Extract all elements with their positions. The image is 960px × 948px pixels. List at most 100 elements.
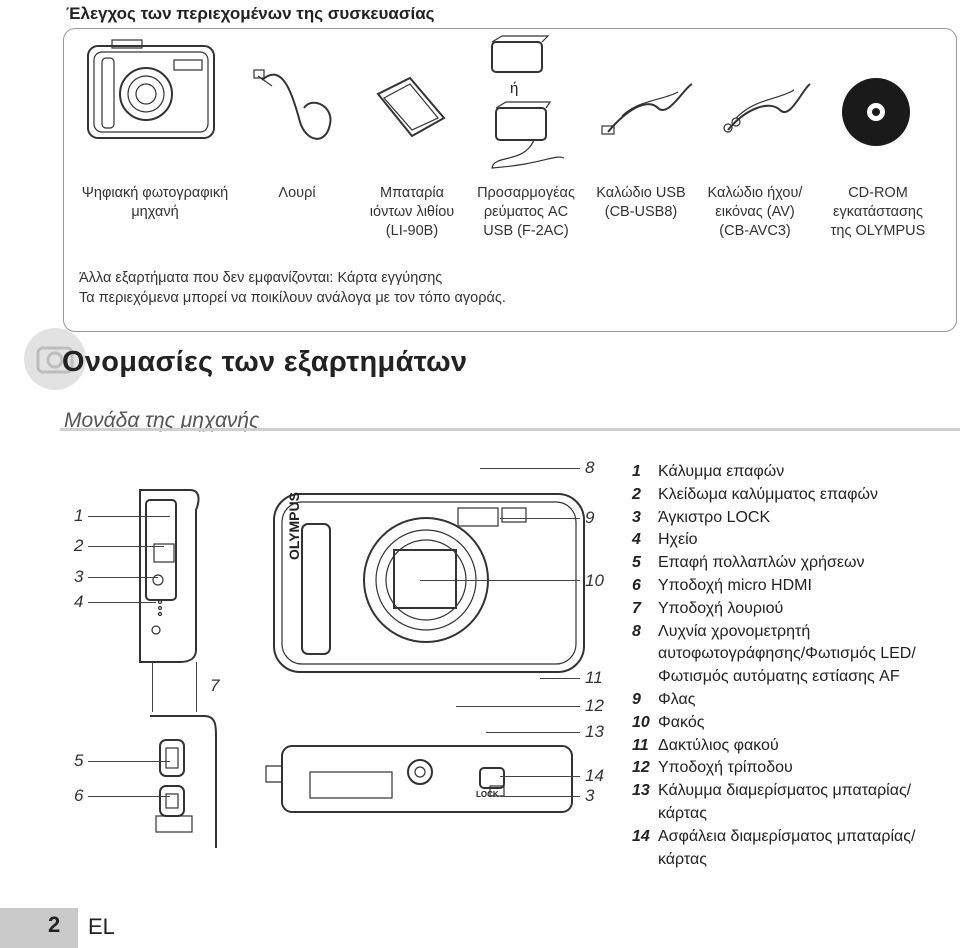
legend-text: Λυχνία χρονομετρητή (658, 622, 811, 640)
usb-cable-icon (601, 83, 693, 135)
leader-3b (500, 796, 580, 797)
legend-row: 9 Φλας (632, 690, 695, 710)
leader-11 (540, 678, 580, 679)
callout-9: 9 (585, 508, 595, 527)
legend-number: 11 (632, 736, 649, 754)
legend-row: 5 Επαφή πολλαπλών χρήσεων (632, 553, 865, 573)
legend-number: 6 (632, 577, 641, 594)
legend-number: 1 (632, 463, 641, 480)
item-label-av: Καλώδιο ήχου/ εικόνας (AV) (CB-AVC3) (707, 185, 803, 239)
lock-label: LOCK (476, 790, 499, 799)
callout-1: 1 (74, 506, 84, 525)
camera-side-view (139, 489, 200, 663)
subsection-rule (60, 428, 960, 431)
legend-row: 1 Κάλυμμα επαφών (632, 462, 784, 482)
leader-6 (88, 796, 170, 797)
legend-text: Φλας (658, 691, 696, 708)
legend-number: 7 (632, 599, 641, 617)
legend-row: κάρτας (658, 850, 707, 870)
leader-13 (486, 732, 580, 733)
legend-text: Φωτισμός αυτόματης εστίασης AF (658, 668, 900, 686)
or-label: ή (510, 80, 519, 97)
av-cable-icon (723, 83, 811, 133)
legend-number: 10 (632, 713, 650, 731)
page-title: Έλεγχος των περιεχομένων της συσκευασίας (66, 4, 435, 23)
camera-front-view (273, 493, 585, 673)
subsection-title: Μονάδα της μηχανής (64, 409, 260, 432)
legend-text: κάρτας (658, 850, 707, 868)
package-contents-box (63, 28, 957, 332)
leader-12 (456, 706, 580, 707)
cd-rom-icon (842, 78, 910, 146)
callout-10: 10 (585, 571, 604, 590)
callout-6: 6 (74, 786, 84, 805)
legend-text: Επαφή πολλαπλών χρήσεων (658, 554, 865, 572)
leader-2 (88, 546, 164, 547)
legend-row: αυτοφωτογράφησης/Φωτισμός LED/ (658, 644, 916, 664)
legend-row: Φωτισμός αυτόματης εστίασης AF (658, 667, 900, 687)
section-badge-icon (24, 328, 86, 390)
legend-number: 9 (632, 691, 641, 708)
strap-icon (253, 69, 332, 140)
legend-number: 4 (632, 531, 641, 549)
leader-9 (500, 518, 580, 519)
legend-text: Υποδοχή τρίποδου (658, 759, 793, 777)
callout-11: 11 (585, 668, 603, 687)
legend-text: Κάλυμμα διαμερίσματος μπαταρίας/ (658, 782, 912, 800)
legend-row: 3 Άγκιστρο LOCK (632, 508, 770, 528)
battery-icon (376, 76, 446, 138)
item-label-camera: Ψηφιακή φωτογραφική μηχανή (81, 185, 229, 220)
camera-bottom-view (265, 745, 573, 813)
legend-row: 11 Δακτύλιος φακού (632, 736, 779, 756)
legend-text: Φακός (658, 713, 705, 731)
leader-10 (420, 580, 580, 581)
leader-1 (88, 516, 170, 517)
camera-icon (87, 39, 215, 139)
callout-5: 5 (74, 751, 84, 770)
callout-7: 7 (210, 676, 220, 695)
callout-3: 3 (74, 567, 84, 586)
legend-row: 13 Κάλυμμα διαμερίσματος μπαταρίας/ (632, 781, 911, 801)
connector-detail-view (150, 715, 217, 848)
leader-zoom-2 (196, 662, 197, 712)
legend-number: 3 (632, 508, 641, 526)
section-title: Ονομασίες των εξαρτημάτων (62, 346, 468, 378)
page-number: 2 (48, 912, 61, 937)
callout-13: 13 (585, 722, 604, 741)
language-code: EL (88, 914, 115, 939)
leader-5 (88, 761, 170, 762)
legend-number: 13 (632, 782, 650, 800)
legend-number: 5 (632, 554, 641, 572)
legend-text: Κάλυμμα επαφών (658, 463, 785, 480)
legend-row: 12 Υποδοχή τρίποδου (632, 758, 793, 778)
legend-text: αυτοφωτογράφησης/Φωτισμός LED/ (658, 645, 916, 663)
note-varies: Τα περιεχόμενα μπορεί να ποικίλουν ανάλο… (79, 290, 506, 306)
legend-text: Υποδοχή λουριού (658, 599, 784, 617)
callout-14: 14 (585, 766, 604, 785)
callout-3-bottom: 3 (585, 786, 595, 805)
item-label-usb: Καλώδιο USB (CB-USB8) (596, 185, 686, 220)
legend-row: 10 Φακός (632, 713, 704, 733)
ac-adapter-icon (491, 35, 565, 169)
leader-4 (88, 602, 156, 603)
legend-number: 8 (632, 622, 641, 640)
callout-2: 2 (74, 536, 84, 555)
leader-14 (500, 776, 580, 777)
legend-number: 2 (632, 485, 641, 503)
legend-text: κάρτας (658, 805, 707, 822)
legend-text: Άγκιστρο LOCK (658, 508, 771, 526)
legend-text: Δακτύλιος φακού (658, 736, 779, 754)
item-label-cd: CD-ROM εγκατάστασης της OLYMPUS (830, 185, 926, 239)
legend-row: 8 Λυχνία χρονομετρητή (632, 622, 810, 642)
legend-number: 14 (632, 827, 650, 845)
legend-row: κάρτας (658, 804, 707, 824)
leader-3 (88, 577, 158, 578)
page-number-band (0, 908, 78, 948)
legend-row: 7 Υποδοχή λουριού (632, 599, 783, 619)
item-label-adapter: Προσαρμογέας ρεύματος AC USB (F-2AC) (477, 185, 575, 239)
legend-number: 12 (632, 759, 650, 777)
